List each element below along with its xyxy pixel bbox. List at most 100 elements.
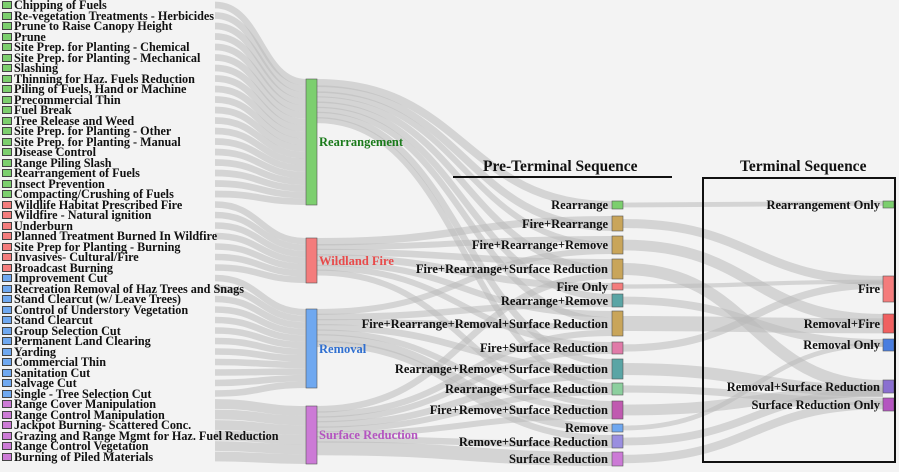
pre-terminal-node-fire-rearrange-removal-surface-reduction <box>611 310 624 337</box>
flow-link <box>214 201 307 245</box>
treatment-label: Site Prep. for Planting - Manual <box>14 134 181 149</box>
treatment-label: Site Prep for Planting - Burning <box>14 239 181 254</box>
treatment-swatch <box>2 295 12 303</box>
flow-link <box>316 340 613 442</box>
treatment-label: Site Prep. for Planting - Mechanical <box>14 50 201 65</box>
treatment-label: Fuel Break <box>14 103 72 117</box>
pre-terminal-node-fire-surface-reduction <box>611 341 624 355</box>
flow-link <box>316 389 613 433</box>
pre-terminal-label: Rearrange <box>551 198 608 212</box>
sankey-nodes <box>305 78 895 467</box>
treatment-label: Stand Clearcut <box>14 313 93 327</box>
group-label-wildland-fire: Wildland Fire <box>319 253 394 268</box>
terminal-node-fire <box>882 275 895 303</box>
treatment-label: Compacting/Crushing of Fuels <box>14 187 174 201</box>
treatment-swatch <box>2 337 12 345</box>
flow-link <box>214 54 307 119</box>
terminal-node-removal-surface-reduction <box>882 379 895 394</box>
flow-link <box>316 413 613 438</box>
flow-link <box>214 243 307 271</box>
treatment-label: Chipping of Fuels <box>14 0 107 12</box>
flow-link <box>214 12 307 93</box>
flow-link <box>214 75 307 133</box>
flow-link <box>316 96 613 273</box>
treatment-label: Improvement Cut <box>14 271 108 285</box>
treatment-swatch <box>2 169 12 177</box>
flow-link <box>316 441 613 466</box>
flow-link <box>316 117 613 389</box>
treatment-swatch <box>2 200 12 209</box>
flow-link <box>622 279 884 289</box>
pre-terminal-node-fire-only <box>611 282 624 291</box>
treatment-label: Control of Understory Vegetation <box>14 302 189 317</box>
treatment-swatch <box>2 284 12 293</box>
treatment-swatch <box>2 211 12 219</box>
treatment-swatch <box>2 11 12 20</box>
pre-terminal-node-rearrange-remove <box>611 293 624 308</box>
treatment-swatch <box>2 158 12 167</box>
treatment-swatch <box>2 32 12 41</box>
treatment-label: Slashing <box>14 61 59 75</box>
flow-link <box>622 385 884 406</box>
treatment-label: Site Prep. for Planting - Chemical <box>14 40 190 54</box>
treatment-label: Rearrangement of Fuels <box>14 166 140 180</box>
flow-link <box>214 222 307 258</box>
treatment-label: Re-vegetation Treatments - Herbicides <box>14 8 215 23</box>
flow-link <box>316 106 613 324</box>
terminal-node-removal-only <box>882 338 895 352</box>
flow-link <box>214 159 307 186</box>
flow-link <box>316 248 613 315</box>
flow-link <box>316 436 613 448</box>
pre-terminal-node-rearrange <box>611 200 624 210</box>
flow-link <box>214 409 307 426</box>
terminal-header: Terminal Sequence <box>740 158 867 175</box>
flow-link <box>214 180 307 199</box>
flow-link <box>214 285 307 323</box>
flow-link <box>622 388 884 446</box>
flow-link <box>214 274 307 316</box>
flow-link <box>214 337 307 356</box>
flow-link <box>316 111 613 366</box>
treatment-label: Permanent Land Clearing <box>14 334 151 348</box>
flow-link <box>214 85 307 139</box>
treatment-label: Range Cover Manipulation <box>14 397 156 411</box>
treatment-label: Single - Tree Selection Cut <box>14 386 152 401</box>
pre-terminal-node-fire-rearrange-surface-reduction <box>611 258 624 280</box>
flow-link <box>622 342 884 431</box>
flow-link <box>316 319 613 330</box>
pre-terminal-node-fire-rearrange <box>611 215 624 232</box>
treatment-swatch <box>2 53 12 62</box>
treatment-label: Broadcast Burning <box>14 260 113 275</box>
flow-link <box>214 190 307 205</box>
flow-link <box>214 138 307 172</box>
pre-terminal-label: Fire Only <box>556 279 608 294</box>
treatment-label: Invasives- Cultural/Fire <box>14 250 139 264</box>
flow-link <box>622 201 884 208</box>
pre-terminal-node-surface-reduction <box>611 451 624 467</box>
treatment-swatch <box>2 127 12 135</box>
pre-terminal-node-fire-remove-surface-reduction <box>611 400 624 420</box>
treatment-label: Salvage Cut <box>14 376 77 390</box>
pre-terminal-node-rearrange-surface-reduction <box>611 382 624 396</box>
treatment-label: Range Control Manipulation <box>14 407 165 422</box>
terminal-node-surface-reduction-only <box>882 397 895 412</box>
flow-link <box>316 269 613 407</box>
treatment-swatch <box>2 452 12 461</box>
flow-link <box>214 327 307 349</box>
group-label-removal: Removal <box>319 341 367 356</box>
treatment-swatch <box>2 43 12 51</box>
treatment-label: Underburn <box>14 218 73 233</box>
treatment-label: Precommercial Thin <box>14 92 121 107</box>
terminal-label: Rearrangement Only <box>766 197 880 212</box>
flow-link <box>214 441 307 455</box>
treatment-swatch <box>2 242 12 251</box>
group-node-surface-reduction <box>305 405 318 465</box>
flow-link <box>316 372 613 428</box>
pre-terminal-label: Fire+Rearrange+Removal+Surface Reduction <box>361 316 608 331</box>
treatment-swatch <box>2 442 12 450</box>
treatment-label: Planned Treatment Burned In Wildfire <box>14 229 218 243</box>
flow-link <box>214 358 307 369</box>
flow-link <box>214 64 307 126</box>
flow-link <box>214 117 307 159</box>
